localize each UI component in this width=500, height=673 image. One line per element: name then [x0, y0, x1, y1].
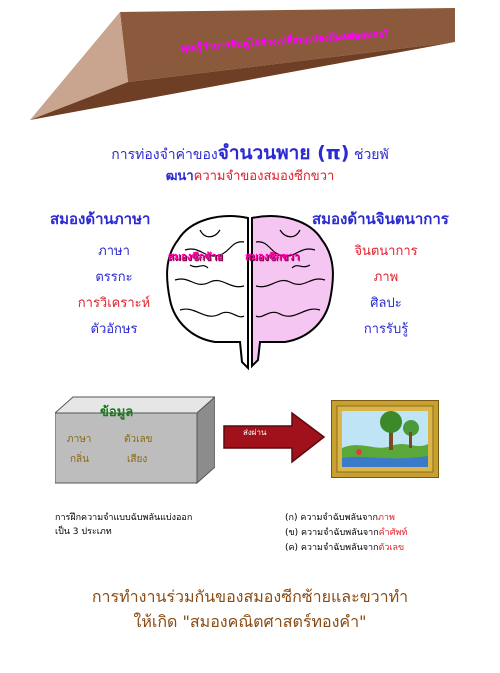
right-item-4: การรับรู้	[363, 322, 409, 337]
note-item-3-prefix: (ค) ความจำฉับพลันจาก	[285, 543, 379, 553]
note-left-line-2: เป็น 3 ประเภท	[55, 527, 112, 537]
arrow-right-icon	[223, 411, 326, 464]
note-item-1-emph: ภาพ	[377, 513, 395, 523]
note-item-3: (ค) ความจำฉับพลันจากตัวเลข	[285, 540, 404, 554]
data-box-cell-1: ภาษา	[67, 434, 92, 445]
note-item-2: (ข) ความจำฉับพลันจากคำศัพท์	[285, 525, 407, 539]
title2-prefix: ฒนา	[165, 169, 194, 184]
right-item-1: จินตนาการ	[354, 244, 418, 259]
bottom-line-1: การทำงานร่วมกันของสมองซีกซ้ายและขวาทำ	[91, 587, 409, 606]
bottom-line-2: ให้เกิด "สมองคณิตศาสตร์ทองคำ"	[133, 612, 367, 631]
title2-red: ความจำของสมองซีกขวา	[193, 169, 335, 184]
note-item-3-emph: ตัวเลข	[378, 543, 405, 553]
data-box-cell-2: ตัวเลข	[124, 434, 153, 445]
right-item-3: ศิลปะ	[370, 296, 402, 311]
left-item-2: ตรรกะ	[95, 270, 133, 285]
title-prefix: การท่องจำค่าของ	[111, 147, 218, 163]
note-item-1: (ก) ความจำฉับพลันจากภาพ	[285, 510, 395, 524]
title-line-2: ฒนาความจำของสมองซีกขวา	[0, 165, 500, 186]
left-item-4: ตัวอักษร	[90, 322, 138, 337]
note-item-2-prefix: (ข) ความจำฉับพลันจาก	[285, 528, 379, 538]
data-box	[55, 396, 215, 485]
data-box-cell-3: กลิ่น	[70, 454, 90, 465]
left-item-3: การวิเคราะห์	[77, 296, 151, 311]
brain-right-label: สมองซีกขวา	[245, 252, 300, 263]
title-emphasis: จำนวนพาย (π)	[217, 142, 350, 164]
brain-illustration	[166, 215, 334, 371]
right-item-2: ภาพ	[373, 270, 399, 285]
brain-left-label: สมองซีกซ้าย	[168, 252, 223, 263]
note-item-2-emph: คำศัพท์	[378, 528, 408, 538]
left-heading: สมองด้านภาษา	[50, 210, 151, 228]
left-item-1: ภาษา	[98, 244, 130, 259]
note-item-1-prefix: (ก) ความจำฉับพลันจาก	[285, 513, 378, 523]
title-suffix: ช่วยพั	[353, 147, 389, 163]
arrow-label: ส่งผ่าน	[243, 428, 267, 437]
banner-beam	[30, 8, 455, 120]
framed-picture	[331, 400, 439, 478]
right-heading: สมองด้านจินตนาการ	[312, 210, 449, 228]
data-box-cell-4: เสียง	[127, 454, 148, 465]
title-line-1: การท่องจำค่าของจำนวนพาย (π) ช่วยพั	[0, 138, 500, 168]
data-box-title: ข้อมูล	[100, 405, 134, 420]
note-left-line-1: การฝึกความจำแบบฉับพลันแบ่งออก	[55, 513, 193, 523]
